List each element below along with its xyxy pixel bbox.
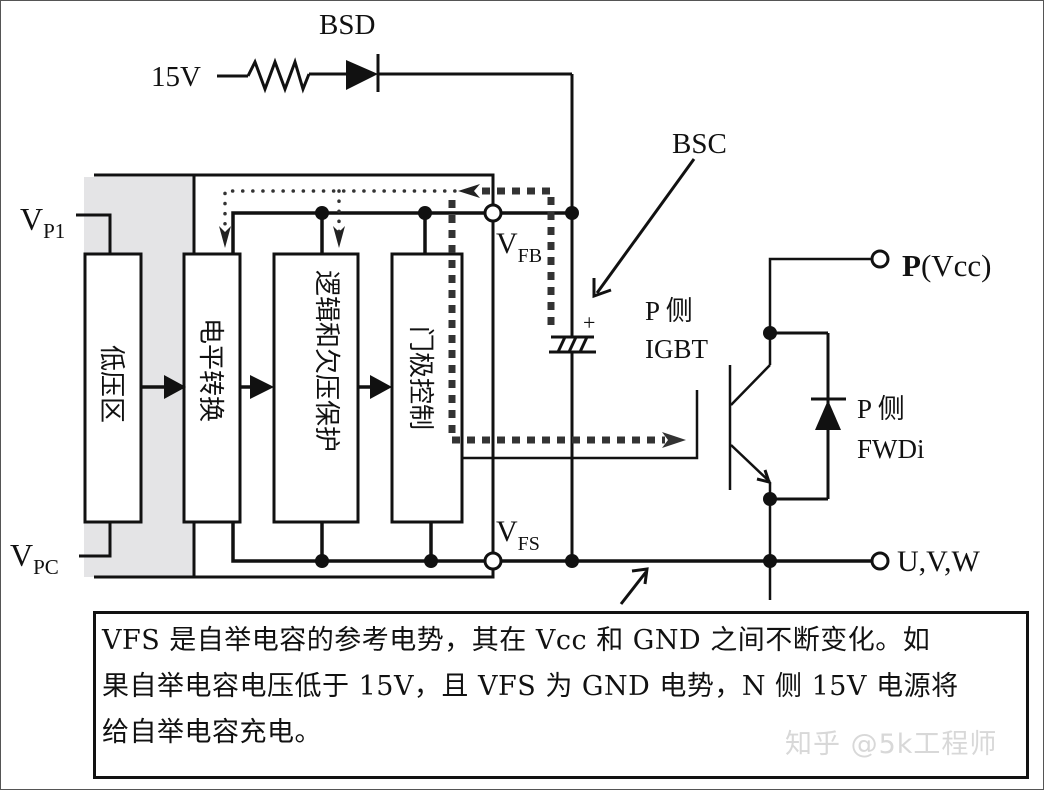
junction-dot — [418, 206, 432, 220]
dotted-arrow-down-icon — [333, 226, 345, 248]
arrow-right-icon — [164, 375, 186, 399]
uvw-label: U,V,W — [897, 545, 980, 578]
igbt-collector-leg — [730, 364, 771, 406]
note-line-3: 给自举电容充电。 — [102, 717, 322, 748]
vfs-terminal — [483, 551, 503, 571]
junction-dot — [763, 554, 777, 568]
vfb-terminal — [483, 203, 503, 223]
arrow-right-icon — [370, 375, 392, 399]
bsc-label: BSC — [672, 128, 727, 160]
vfs-label: VFS — [496, 515, 540, 555]
p-vcc-wire — [768, 257, 878, 365]
cap-plus-sign: + — [583, 310, 595, 335]
gate-drive-wire — [462, 390, 699, 460]
note-pointer-head — [631, 567, 649, 585]
dotted-arrow-left-icon — [458, 184, 480, 198]
block-low-voltage-text: 低压区 — [96, 345, 126, 423]
vp1-lead — [76, 213, 112, 254]
block-gate-control — [390, 252, 464, 524]
ic-outline-top — [194, 173, 495, 213]
vp1-label: VP1 — [20, 201, 65, 243]
junction-dot — [763, 326, 777, 340]
block-low-voltage — [83, 252, 143, 524]
dotted-arrow-down-icon — [219, 226, 231, 248]
block-logic-uvp — [272, 252, 360, 524]
vfb-rail — [231, 211, 485, 254]
vfb-label: VFB — [496, 227, 542, 267]
explanation-note: VFS 是自举电容的参考电势，其在 Vcc 和 GND 之间不断变化。如 果自举… — [93, 611, 1029, 779]
dotted-path-level-shift — [223, 189, 467, 242]
block-level-shift-text: 电平转换 — [195, 318, 225, 422]
vpc-lead — [79, 522, 112, 558]
note-pointer — [619, 571, 648, 605]
igbt-emitter-leg — [730, 444, 771, 483]
block-gate-control-text: 门极控制 — [405, 326, 435, 430]
cap-hatch — [578, 336, 589, 353]
cap-hatch — [567, 336, 578, 353]
igbt-label-line2: IGBT — [645, 334, 708, 364]
vpc-label: VPC — [10, 537, 59, 579]
junction-dot — [315, 206, 329, 220]
p-terminal — [870, 249, 890, 269]
igbt-label-line1: P 侧 — [645, 296, 693, 326]
uvw-terminal — [870, 551, 890, 571]
v15-label: 15V — [151, 61, 201, 93]
fwdi-diode-icon — [815, 400, 841, 430]
fwdi-label-line1: P 侧 — [857, 394, 905, 424]
junction-dot — [315, 554, 329, 568]
block-logic-uvp-text: 逻辑和欠压保护 — [311, 270, 341, 452]
dashed-path-vfb — [482, 187, 555, 328]
junction-dot — [565, 554, 579, 568]
note-line-2: 果自举电容电压低于 15V，且 VFS 为 GND 电势，N 侧 15V 电源将 — [102, 671, 959, 702]
bsd-label: BSD — [319, 9, 375, 41]
p-vcc-label: P(Vcc) — [902, 248, 992, 283]
fwdi-label-line2: FWDi — [857, 434, 925, 464]
arrow-right-icon — [250, 375, 274, 399]
junction-dot — [565, 206, 579, 220]
resistor-icon — [246, 57, 311, 94]
watermark: 知乎 @5k工程师 — [785, 729, 998, 760]
dashed-arrow-right-icon — [662, 432, 686, 448]
dashed-path-gate — [448, 200, 665, 444]
bsc-arrow-head — [592, 278, 612, 299]
vfs-rail — [231, 522, 485, 563]
cap-hatch — [556, 336, 567, 353]
bsc-pointer — [595, 158, 696, 294]
bsd-diode-icon — [346, 60, 378, 90]
note-line-1: VFS 是自举电容的参考电势，其在 Vcc 和 GND 之间不断变化。如 — [102, 625, 931, 656]
junction-dot — [763, 492, 777, 506]
junction-dot — [424, 554, 438, 568]
